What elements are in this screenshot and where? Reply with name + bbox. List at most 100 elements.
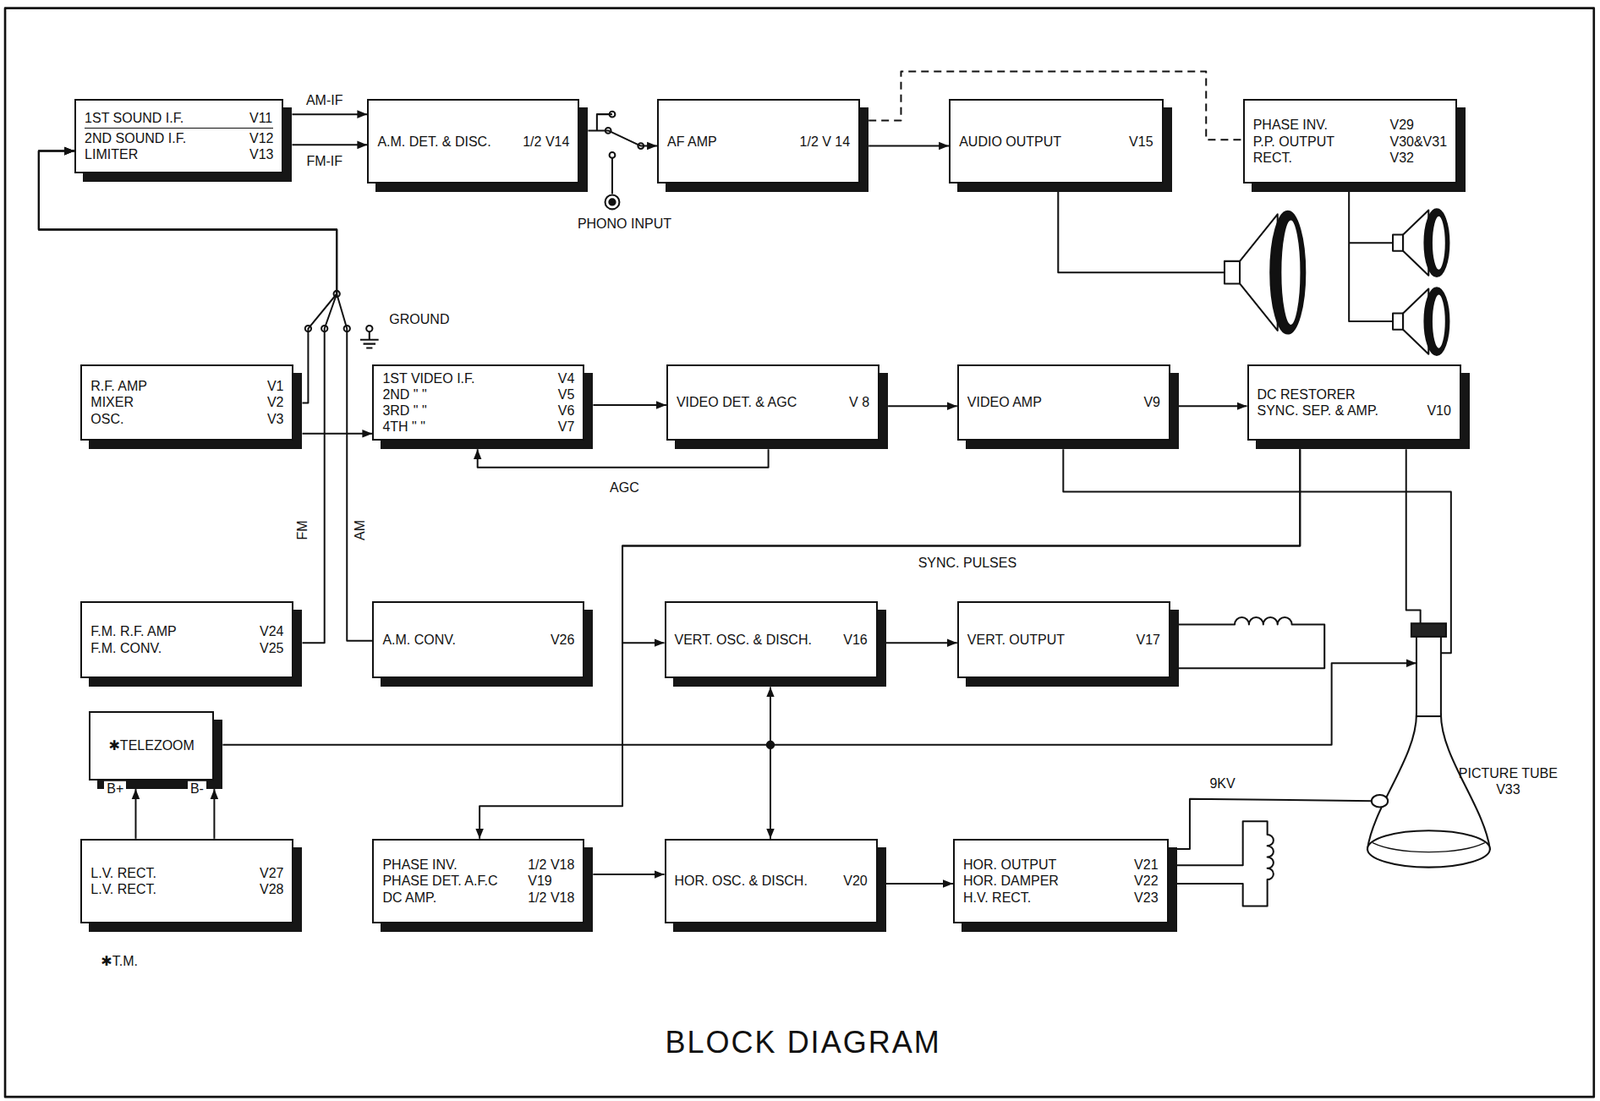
stage-name: VERT. OUTPUT xyxy=(967,631,1125,648)
tube-number: V7 xyxy=(546,418,576,435)
stage-name: HOR. OSC. & DISCH. xyxy=(674,872,833,889)
signal-label: B- xyxy=(187,781,207,797)
tube-number: V19 xyxy=(515,872,575,889)
tube-number: V12 xyxy=(237,130,274,147)
stage-block: L.V. RECT.V27L.V. RECT.V28 xyxy=(80,838,294,924)
tube-number: V22 xyxy=(1122,872,1158,889)
stage-block: 1ST VIDEO I.F.V42ND " "V53RD " "V64TH " … xyxy=(372,364,585,441)
signal-connector xyxy=(1177,799,1375,850)
stage-name: MIXER xyxy=(90,394,256,411)
tube-number: 1/2 V 14 xyxy=(788,133,851,150)
stage-name: H.V. RECT. xyxy=(963,889,1123,906)
signal-connector xyxy=(587,130,658,146)
page-frame xyxy=(5,8,1595,1097)
tube-number: V26 xyxy=(538,631,575,648)
stage-block: ✱TELEZOOM xyxy=(88,711,214,781)
tube-number: V20 xyxy=(831,872,867,889)
tube-number: 1/2 V18 xyxy=(515,856,575,873)
stage-block: VERT. OUTPUTV17 xyxy=(957,601,1171,680)
stage-name: VERT. OSC. & DISCH. xyxy=(674,631,833,648)
stage-block: PHASE INV.V29P.P. OUTPUTV30&V31RECT.V32 xyxy=(1243,98,1458,184)
stage-name: 2ND " " xyxy=(382,386,546,403)
stage-name: L.V. RECT. xyxy=(90,865,248,882)
vertical-yoke-coil xyxy=(1173,617,1326,669)
ground-symbol xyxy=(360,331,379,348)
tube-number: V23 xyxy=(1122,889,1158,906)
picture-tube-outline xyxy=(1362,617,1572,878)
signal-label: AGC xyxy=(607,480,642,496)
audio-output-wire xyxy=(1057,183,1225,273)
picture-tube: PICTURE TUBE V33 xyxy=(1362,617,1572,878)
signal-connector xyxy=(134,789,137,839)
stage-name: A.M. CONV. xyxy=(382,631,539,648)
tube-number: V2 xyxy=(255,394,285,411)
signal-connector xyxy=(213,789,215,839)
signal-connector xyxy=(1178,405,1248,407)
tube-number: V25 xyxy=(247,640,284,657)
stage-block: PHASE INV.1/2 V18PHASE DET. A.F.CV19DC A… xyxy=(372,838,585,924)
stage-name: R.F. AMP xyxy=(90,378,256,395)
stage-block: AUDIO OUTPUTV15 xyxy=(948,98,1163,184)
stage-name: 3RD " " xyxy=(382,402,546,419)
stage-name: HOR. OUTPUT xyxy=(963,856,1123,873)
signal-connector xyxy=(868,145,949,148)
signal-connector xyxy=(38,151,337,644)
stage-name: AUDIO OUTPUT xyxy=(958,133,1118,150)
stage-block: A.M. CONV.V26 xyxy=(372,601,585,680)
tube-number: V13 xyxy=(237,146,274,163)
signal-label: SYNC. PULSES xyxy=(915,555,1020,571)
stage-name: ✱TELEZOOM xyxy=(108,737,194,754)
stage-name: 2ND SOUND I.F. xyxy=(84,130,238,147)
phono-switch xyxy=(597,111,644,210)
signal-connector xyxy=(291,113,368,116)
tube-number: V28 xyxy=(247,881,284,898)
signal-label: B+ xyxy=(104,781,127,797)
stage-name: DC AMP. xyxy=(382,889,516,906)
stage-name: 4TH " " xyxy=(382,418,546,435)
signal-connector xyxy=(1406,449,1421,624)
signal-label: FM xyxy=(295,518,311,543)
stage-name: L.V. RECT. xyxy=(90,881,248,898)
tube-number: V21 xyxy=(1122,856,1158,873)
note-label: ✱T.M. xyxy=(98,953,141,969)
signal-connector xyxy=(38,151,373,642)
stage-name: VIDEO AMP xyxy=(967,394,1133,411)
stage-name: RECT. xyxy=(1253,149,1379,166)
tube-number: V1 xyxy=(255,378,285,395)
signal-connector xyxy=(592,404,667,406)
tube-number: V16 xyxy=(831,631,867,648)
signal-connector xyxy=(301,432,373,435)
tube-number: V24 xyxy=(247,623,284,640)
loudspeaker xyxy=(1392,287,1449,356)
signal-connector xyxy=(886,641,958,644)
signal-label: AM-IF xyxy=(303,93,346,109)
stage-block: HOR. OUTPUTV21HOR. DAMPERV22H.V. RECT.V2… xyxy=(953,838,1169,924)
stage-name: PHASE DET. A.F.C xyxy=(382,872,516,889)
tube-number: 1/2 V18 xyxy=(515,889,575,906)
push-pull-wires xyxy=(1348,183,1393,322)
stage-name: AF AMP xyxy=(667,133,789,150)
signal-connector xyxy=(887,405,958,407)
stage-name: F.M. CONV. xyxy=(90,640,248,657)
stage-name: PHASE INV. xyxy=(382,856,516,873)
diagram-title: BLOCK DIAGRAM xyxy=(665,1024,942,1061)
stage-block: R.F. AMPV1MIXERV2OSC.V3 xyxy=(80,364,294,441)
stage-block: VIDEO DET. & AGCV 8 xyxy=(666,364,880,441)
tube-number: V17 xyxy=(1124,631,1161,648)
tube-number: V 8 xyxy=(837,394,870,411)
signal-label: FM-IF xyxy=(303,153,346,169)
tube-number: V11 xyxy=(237,109,274,129)
stage-name: 1ST SOUND I.F. xyxy=(84,109,238,129)
flyback-coil xyxy=(1173,821,1274,906)
stage-name: PHASE INV. xyxy=(1253,116,1379,133)
note-label: GROUND xyxy=(386,311,452,327)
tube-number: V3 xyxy=(255,410,285,428)
stage-name: F.M. R.F. AMP xyxy=(90,623,248,640)
signal-connector xyxy=(477,449,769,467)
note-label: PHONO INPUT xyxy=(575,216,674,232)
stage-name: P.P. OUTPUT xyxy=(1253,133,1379,150)
tube-number: V9 xyxy=(1131,394,1161,411)
signal-label: 9KV xyxy=(1206,775,1238,791)
stage-block: 1ST SOUND I.F.V112ND SOUND I.F.V12LIMITE… xyxy=(74,98,284,174)
